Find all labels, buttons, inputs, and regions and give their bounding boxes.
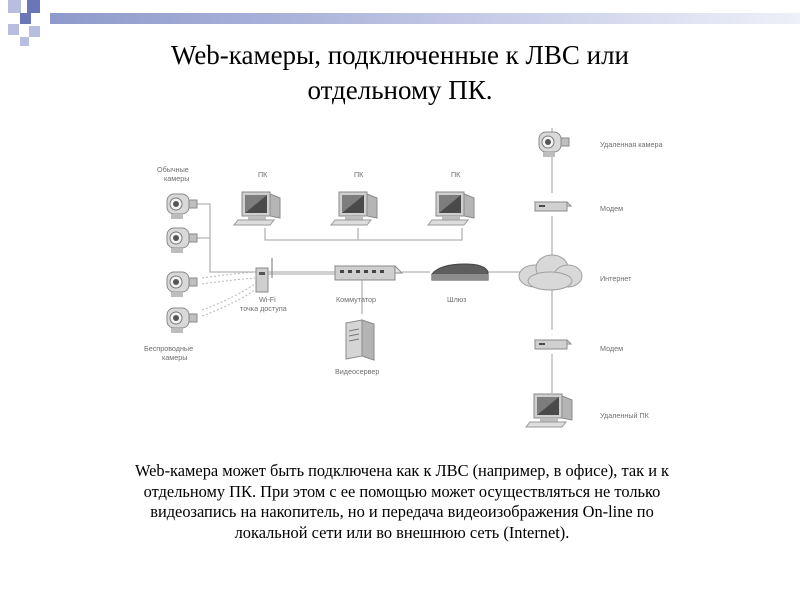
camera-icon	[166, 227, 198, 254]
title-line: отдельному ПК.	[307, 75, 493, 105]
decor-square	[29, 26, 40, 37]
camera-icon	[166, 193, 198, 220]
slide-title: Web-камеры, подключенные к ЛВС или отдел…	[100, 38, 700, 108]
label-pc: ПК	[258, 170, 268, 179]
label-remote-camera: Удаленная камера	[600, 140, 662, 149]
camera-icon	[538, 131, 570, 158]
decor-square	[27, 0, 40, 13]
label-wireless-cameras: камеры	[162, 353, 187, 362]
label-modem: Модем	[600, 204, 623, 213]
pc-icon	[525, 393, 573, 428]
label-regular-cameras: камеры	[164, 174, 189, 183]
label-modem: Модем	[600, 344, 623, 353]
label-wireless-cameras: Беспроводные	[144, 344, 193, 353]
body-line: Web-камера может быть подключена как к Л…	[134, 461, 670, 480]
video-server-icon	[345, 319, 375, 361]
label-regular-cameras: Обычные	[157, 165, 189, 174]
label-pc: ПК	[451, 170, 461, 179]
decor-square	[8, 0, 21, 13]
camera-icon	[166, 271, 198, 298]
wifi-access-point-icon	[255, 258, 273, 293]
gateway-icon	[431, 263, 489, 281]
body-line: отдельному ПК. При этом с ее помощью мож…	[143, 481, 661, 501]
label-video-server: Видеосервер	[335, 367, 379, 376]
switch-icon	[333, 265, 404, 281]
network-diagram: Обычные камеры ПК ПК ПК Удаленная камера…	[140, 118, 700, 448]
label-wifi: Wi-Fi	[259, 295, 276, 304]
label-switch: Коммутатор	[336, 295, 376, 304]
body-line: локальной сети или во внешнюю сеть (Inte…	[234, 522, 570, 542]
slide-body-text: Web-камера может быть подключена как к Л…	[62, 461, 742, 543]
label-wifi: точка доступа	[240, 304, 287, 313]
connection-lines	[192, 128, 553, 393]
modem-icon	[534, 339, 572, 350]
decor-square	[20, 13, 31, 24]
header-decoration-bar	[50, 13, 800, 24]
internet-cloud-icon	[518, 254, 583, 291]
label-internet: Интернет	[600, 274, 632, 283]
pc-icon	[427, 191, 475, 226]
decor-square	[20, 37, 29, 46]
modem-icon	[534, 201, 572, 212]
label-gateway: Шлюз	[447, 295, 467, 304]
label-pc: ПК	[354, 170, 364, 179]
body-line: видеозапись на накопитель, но и передача…	[150, 502, 654, 521]
label-remote-pc: Удаленный ПК	[600, 411, 650, 420]
decor-square	[8, 24, 19, 35]
pc-icon	[233, 191, 281, 226]
camera-icon	[166, 307, 198, 334]
wireless-waves	[201, 271, 256, 317]
pc-icon	[330, 191, 378, 226]
title-line: Web-камеры, подключенные к ЛВС или	[171, 40, 629, 70]
